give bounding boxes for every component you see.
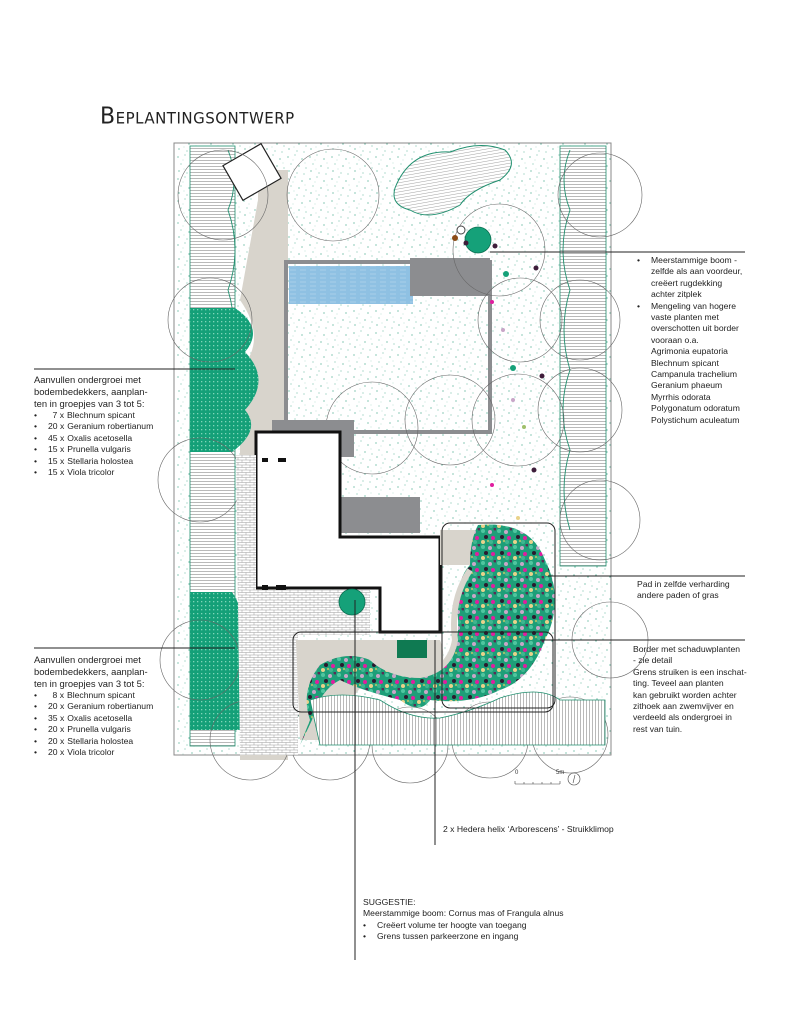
plant-name: Myrrhis odorata (651, 391, 711, 402)
suggestion-heading: SUGGESTIE: (363, 897, 416, 907)
deck-top-right (410, 258, 490, 296)
lower-shrub-area (309, 691, 606, 746)
scale-start: 0 (515, 770, 519, 776)
small-plant-groups (452, 235, 545, 520)
pond (393, 145, 512, 216)
north-arrow-icon (567, 772, 581, 786)
leader-lines (34, 251, 745, 960)
annotation-tree-and-perennials: Meerstammige boom - zelfde als aan voord… (637, 255, 800, 426)
plant-name: Geranium phaeum (651, 380, 723, 391)
terrace-middle (340, 497, 420, 533)
annotation-suggestion: SUGGESTIE: Meerstammige boom: Cornus mas… (363, 897, 663, 943)
entrance-tree (338, 588, 366, 616)
garden-shed (222, 142, 282, 202)
detail-outline-right (441, 522, 556, 709)
annotation-item: Meerstammige boom - zelfde als aan voord… (637, 255, 800, 301)
annotation-hedera: 2 x Hedera helix ‘Arborescens’ - Struikk… (443, 824, 614, 834)
hedera-planting (397, 640, 427, 658)
page-title: Beplantingsontwerp (100, 103, 295, 130)
plant-name: Campanula trachelium (651, 369, 737, 380)
scale-bar (514, 772, 581, 786)
plant-name: Agrimonia eupatoria (651, 346, 728, 357)
scale-end: 5m (556, 770, 565, 776)
paved-entrance (236, 455, 370, 755)
multistem-tree (464, 226, 492, 254)
plant-name: Blechnum spicant (651, 357, 719, 368)
lawn-inner (290, 308, 486, 428)
annotation-shade-border: Border met schaduwplanten - zie detail G… (633, 644, 747, 734)
plant-name: Polystichum aculeatum (651, 414, 740, 425)
suggestion-item: Creëert volume ter hoogte van toegang (363, 920, 663, 932)
annotation-groundcover-bottom: Aanvullen ondergroei met bodembedekkers,… (34, 654, 234, 759)
plant-name: Polygonatum odoratum (651, 403, 740, 414)
shade-border (300, 524, 555, 745)
suggestion-item: Grens tussen parkeerzone en ingang (363, 931, 663, 943)
swimming-pond-frame (284, 260, 492, 434)
curved-path (362, 568, 473, 679)
annotation-path: Pad in zelfde verharding andere paden of… (637, 579, 730, 601)
annotation-item: Mengeling van hogere vaste planten met o… (637, 301, 800, 426)
swimming-pool (289, 266, 413, 304)
detail-outline-left (292, 631, 554, 713)
annotation-groundcover-top: Aanvullen ondergroei met bodembedekkers,… (34, 374, 234, 479)
